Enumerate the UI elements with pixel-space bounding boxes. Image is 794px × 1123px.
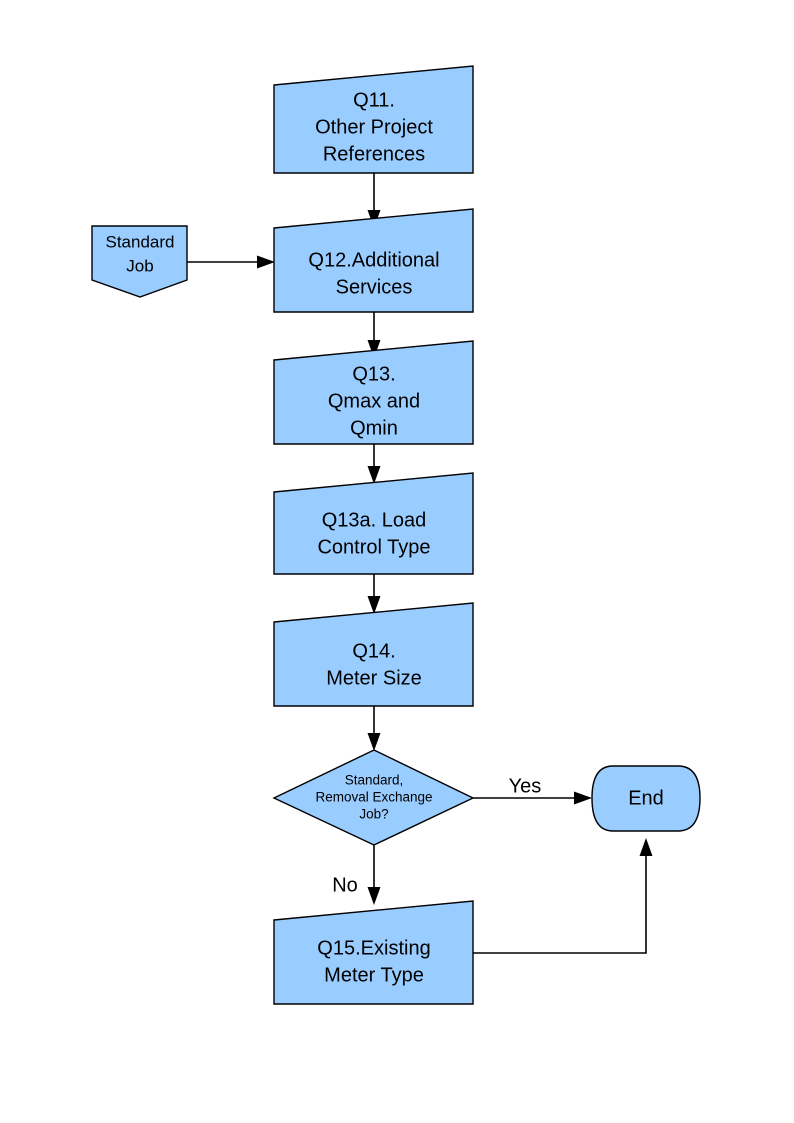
node-q11-line2: Other Project [315, 116, 433, 138]
arrow-head-icon [257, 255, 275, 269]
node-q11-shape[interactable] [273, 65, 474, 174]
node-decision[interactable]: Standard, Removal Exchange Job? [272, 749, 475, 846]
node-q15-shape[interactable] [273, 900, 474, 1005]
node-q12-line2: Services [336, 276, 413, 298]
node-q12[interactable]: Q12.Additional Services [273, 208, 474, 313]
node-q11-line1: Q11. [353, 89, 395, 111]
node-q15[interactable]: Q15.Existing Meter Type [273, 900, 474, 1005]
arrow-head-icon [367, 466, 381, 484]
arrow-head-icon [367, 733, 381, 751]
node-q15-line2: Meter Type [324, 964, 424, 986]
node-q13[interactable]: Q13. Qmax and Qmin [273, 340, 474, 445]
edge-decision-no-to-q15 [367, 845, 381, 905]
node-q14-line1: Q14. [352, 640, 395, 662]
edge-q15-to-end [473, 838, 653, 954]
node-decision-line3: Job? [359, 807, 388, 822]
node-q14-line2: Meter Size [326, 667, 422, 689]
node-decision-line1: Standard, [345, 773, 404, 788]
node-standard-job[interactable]: Standard Job [91, 225, 188, 298]
node-q12-shape[interactable] [273, 208, 474, 313]
node-q11-line3: References [323, 143, 425, 165]
node-q12-line1: Q12.Additional [308, 249, 439, 271]
node-end-shape[interactable] [591, 765, 701, 832]
node-standard-job-shape[interactable] [91, 225, 188, 298]
edge-q12-to-q13 [367, 312, 381, 358]
arrow-head-icon [367, 887, 381, 905]
node-standard-job-line1: Standard [106, 232, 175, 251]
edge-standard-job-to-q12 [187, 255, 275, 269]
node-decision-shape[interactable] [272, 749, 475, 846]
edge-decision-yes-to-end [473, 791, 592, 805]
node-q14[interactable]: Q14. Meter Size [273, 602, 474, 707]
edge-q13a-to-q14 [367, 574, 381, 614]
node-end-label: End [628, 787, 664, 809]
node-q13-line3: Qmin [350, 417, 398, 439]
node-q13a-shape[interactable] [273, 472, 474, 575]
node-decision-line2: Removal Exchange [315, 790, 432, 805]
node-q13-line2: Qmax and [328, 390, 420, 412]
node-end[interactable]: End [591, 765, 701, 832]
node-q15-line1: Q15.Existing [317, 937, 430, 959]
edge-label-yes: Yes [509, 775, 542, 797]
arrow-head-icon [574, 791, 592, 805]
edge-q14-to-decision [367, 706, 381, 751]
node-q13a-line2: Control Type [317, 536, 430, 558]
edge-q13-to-q13a [367, 444, 381, 484]
node-q13-shape[interactable] [273, 340, 474, 445]
node-q13-line1: Q13. [352, 363, 395, 385]
arrow-head-icon [639, 838, 653, 856]
node-q14-shape[interactable] [273, 602, 474, 707]
arrow-head-icon [367, 340, 381, 358]
node-q13a-line1: Q13a. Load [322, 509, 427, 531]
node-q11[interactable]: Q11. Other Project References [273, 65, 474, 174]
arrow-head-icon [367, 596, 381, 614]
edge-label-no: No [332, 874, 358, 896]
node-q13a[interactable]: Q13a. Load Control Type [273, 472, 474, 575]
node-standard-job-line2: Job [126, 256, 153, 275]
